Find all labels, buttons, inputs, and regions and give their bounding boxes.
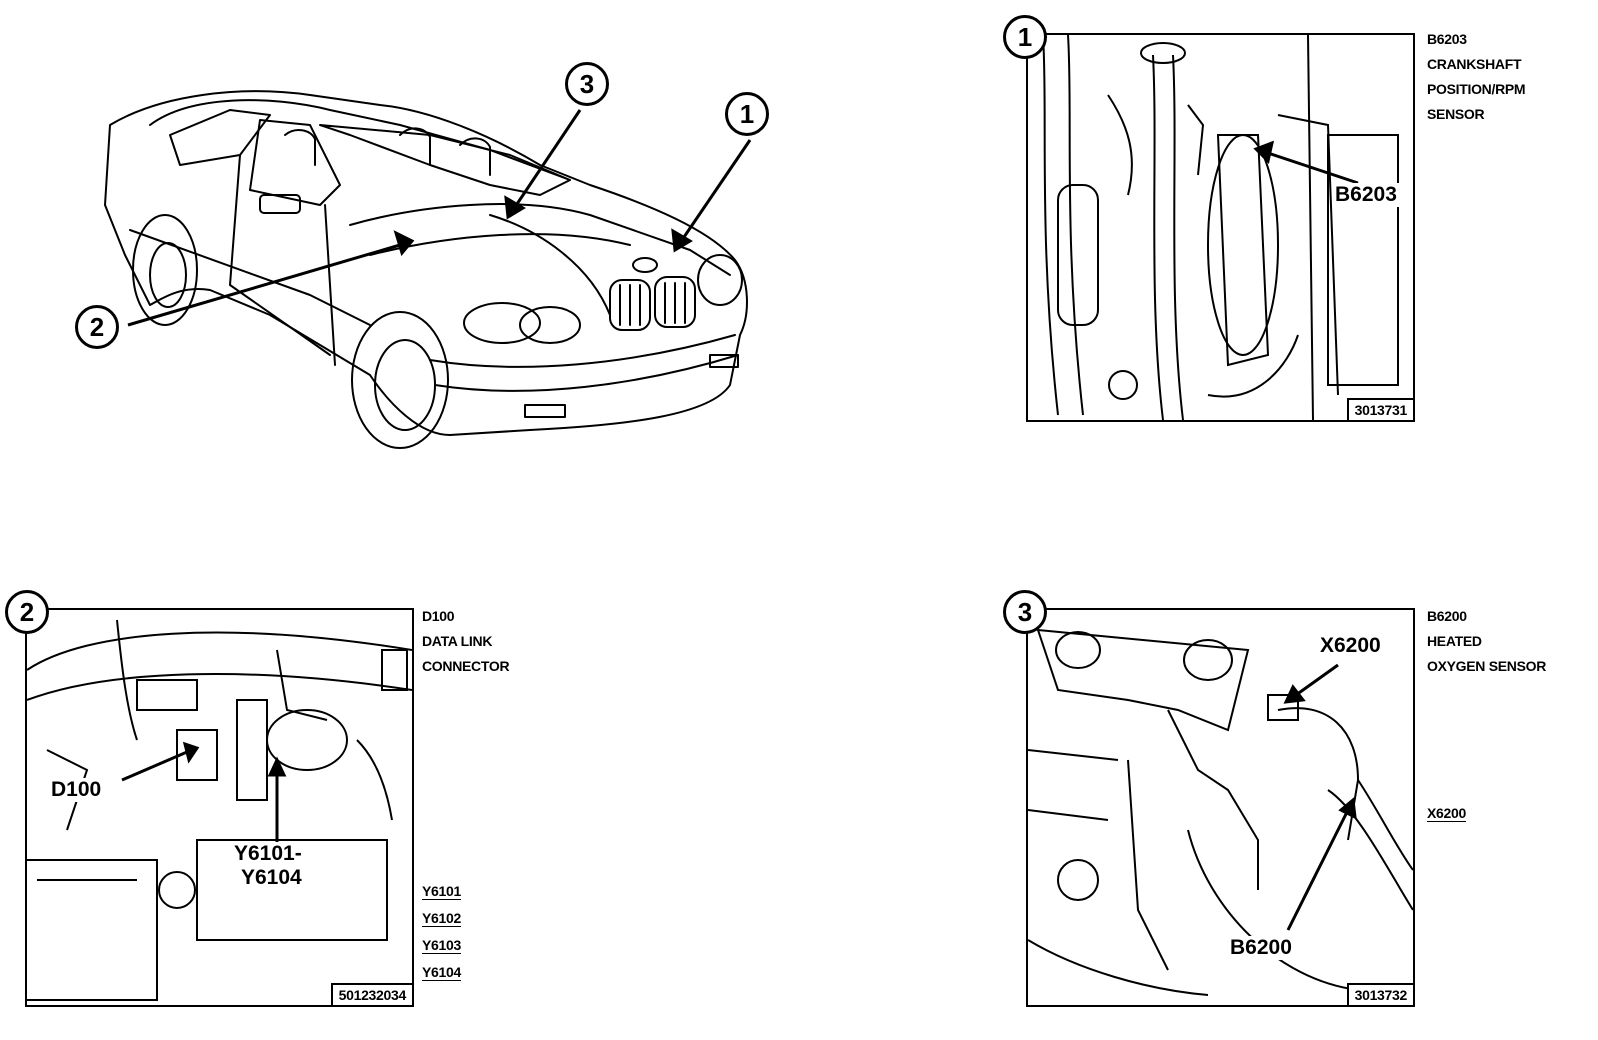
pointer-b6200: B6200 bbox=[1228, 936, 1294, 960]
panel-3: X6200 B6200 3013732 3 B6200 HEATED OXYGE… bbox=[1003, 588, 1573, 1018]
side-code: Y6102 bbox=[422, 910, 461, 926]
pointer-x6200: X6200 bbox=[1318, 634, 1383, 658]
panel-2-image: D100 Y6101- Y6104 501232034 bbox=[25, 608, 414, 1007]
caption-line: B6203 bbox=[1427, 31, 1467, 47]
panel-1-caption: B6203 CRANKSHAFT POSITION/RPM SENSOR bbox=[1427, 27, 1526, 127]
panel-2-number: 2 bbox=[5, 590, 49, 634]
callout-2: 2 bbox=[75, 305, 119, 349]
figure-number-2: 501232034 bbox=[330, 983, 412, 1005]
caption-line: POSITION/RPM bbox=[1427, 81, 1526, 97]
caption-line: D100 bbox=[422, 608, 455, 624]
panel-3-side-code: X6200 bbox=[1427, 805, 1466, 821]
panel-1-image: B6203 3013731 bbox=[1026, 33, 1415, 422]
oxygen-sensor-illustration bbox=[1028, 628, 1413, 996]
car-illustration bbox=[104, 90, 752, 449]
callout-1: 1 bbox=[725, 92, 769, 136]
panel-1-number: 1 bbox=[1003, 15, 1047, 59]
panel-1: B6203 3013731 1 B6203 CRANKSHAFT POSITIO… bbox=[1003, 15, 1563, 425]
pointer-d100: D100 bbox=[49, 778, 104, 802]
caption-line: SENSOR bbox=[1427, 106, 1485, 122]
caption-line: CONNECTOR bbox=[422, 658, 510, 674]
caption-line: HEATED bbox=[1427, 633, 1482, 649]
caption-line: CRANKSHAFT bbox=[1427, 56, 1522, 72]
figure-number-1: 3013731 bbox=[1346, 398, 1413, 420]
panel-2-side-codes: Y6101 Y6102 Y6103 Y6104 bbox=[422, 878, 461, 986]
panel-3-caption: B6200 HEATED OXYGEN SENSOR bbox=[1427, 604, 1546, 679]
caption-line: OXYGEN SENSOR bbox=[1427, 658, 1547, 674]
figure-number-3: 3013732 bbox=[1346, 983, 1413, 1005]
callout-3: 3 bbox=[565, 62, 609, 106]
car-overview: 1 3 2 bbox=[70, 55, 790, 475]
pointer-b6203: B6203 bbox=[1333, 183, 1399, 207]
panel-3-number: 3 bbox=[1003, 590, 1047, 634]
pointer-y6101-line1: Y6101- bbox=[232, 842, 304, 866]
panel-3-image: X6200 B6200 3013732 bbox=[1026, 608, 1415, 1007]
caption-line: DATA LINK bbox=[422, 633, 493, 649]
engine-bay-illustration bbox=[27, 619, 412, 1001]
side-code: Y6103 bbox=[422, 937, 461, 953]
side-code: Y6104 bbox=[422, 964, 461, 980]
panel-2: D100 Y6101- Y6104 501232034 2 D100 DATA … bbox=[5, 588, 565, 1018]
pointer-y6101-line2: Y6104 bbox=[239, 866, 304, 890]
crankshaft-sensor-illustration bbox=[1042, 35, 1399, 420]
panel-2-caption: D100 DATA LINK CONNECTOR bbox=[422, 604, 510, 679]
side-code: Y6101 bbox=[422, 883, 461, 899]
caption-line: B6200 bbox=[1427, 608, 1467, 624]
